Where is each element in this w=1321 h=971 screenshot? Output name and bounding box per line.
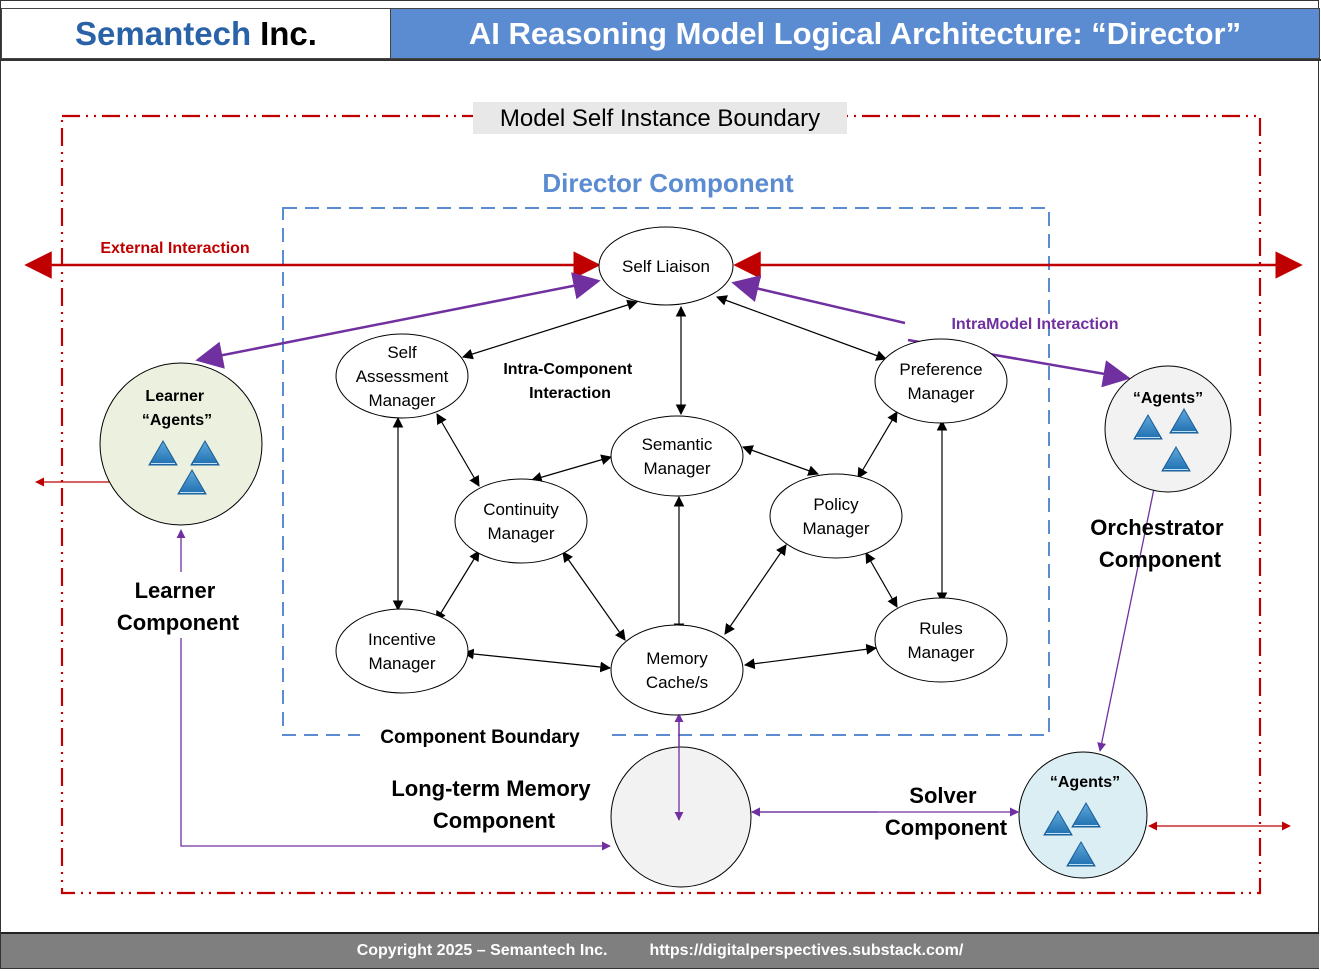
semantic-manager-label-line: Manager bbox=[643, 459, 710, 478]
intra-model-arrow-orchestrator-solver bbox=[1097, 473, 1160, 752]
preference-manager-ellipse bbox=[874, 338, 1008, 424]
intra-component-arrows bbox=[392, 295, 948, 673]
learner-agents-circle bbox=[99, 362, 263, 526]
rules-manager-label-line: Manager bbox=[907, 643, 974, 662]
learner-component-label-line1: Learner bbox=[135, 578, 216, 603]
memory-cache-label-line: Memory bbox=[646, 649, 708, 668]
long-term-memory-circle bbox=[610, 746, 752, 888]
continuity-manager-ellipse bbox=[454, 478, 588, 564]
arrow-liaison-selfassessment bbox=[461, 299, 639, 360]
continuity-manager-label-line: Continuity bbox=[483, 500, 559, 519]
semantic-manager-ellipse bbox=[610, 415, 744, 497]
semantic-manager-label-line: Semantic bbox=[642, 435, 713, 454]
arrow-rules-memory bbox=[743, 643, 878, 670]
orchestrator-agents-circle bbox=[1104, 365, 1232, 493]
incentive-manager-label-line: Manager bbox=[368, 654, 435, 673]
solver-component-label: Solver Component bbox=[885, 783, 1008, 840]
intra-model-arrow-orchestrator bbox=[731, 275, 906, 325]
copyright-text: Copyright 2025 – Semantech Inc. bbox=[356, 942, 608, 959]
brand-header: Semantech Inc. bbox=[1, 8, 390, 59]
intra-component-label-line2: Interaction bbox=[529, 385, 611, 402]
preference-manager-label-line: Preference bbox=[899, 360, 982, 379]
brand-suffix: Inc. bbox=[260, 14, 317, 52]
arrow-policy-memory bbox=[724, 544, 787, 635]
rules-manager-ellipse bbox=[874, 597, 1008, 683]
self-assessment-manager-label-line: Assessment bbox=[356, 367, 449, 386]
learner-agents-label: Learner “Agents” bbox=[142, 388, 212, 429]
arrow-continuity-incentive bbox=[435, 550, 480, 622]
memory-cache-ellipse bbox=[610, 624, 744, 716]
solver-agents-label: “Agents” bbox=[1050, 774, 1120, 791]
learner-agents-label-line1: Learner bbox=[145, 388, 204, 405]
long-term-memory-label-line1: Long-term Memory bbox=[391, 776, 591, 801]
preference-manager-label-line: Manager bbox=[907, 384, 974, 403]
model-self-instance-boundary bbox=[60, 114, 1262, 895]
model-boundary-label-bg bbox=[473, 102, 847, 134]
self-liaison-ellipse bbox=[598, 226, 734, 306]
arrow-selfassessment-continuity bbox=[436, 413, 480, 487]
solver-component-label-line2: Component bbox=[885, 815, 1008, 840]
solver-component-label-line1: Solver bbox=[909, 783, 977, 808]
long-term-memory-label: Long-term Memory Component bbox=[391, 776, 596, 833]
director-component-title: Director Component bbox=[542, 168, 794, 198]
policy-manager-ellipse bbox=[769, 473, 903, 559]
header-divider bbox=[0, 59, 1321, 61]
model-boundary-label: Model Self Instance Boundary bbox=[500, 105, 820, 132]
learner-component-label: Learner Component bbox=[117, 578, 240, 635]
continuity-manager-label-line: Manager bbox=[487, 524, 554, 543]
component-boundary-label: Component Boundary bbox=[380, 727, 580, 748]
learner-agents-label-line2: “Agents” bbox=[142, 412, 212, 429]
orchestrator-component-label-line2: Component bbox=[1099, 547, 1222, 572]
arrow-semantic-policy bbox=[741, 445, 820, 476]
footer: Copyright 2025 – Semantech Inc. https://… bbox=[1, 932, 1319, 968]
orchestrator-agents-label: “Agents” bbox=[1133, 390, 1203, 407]
orchestrator-component-label: Orchestrator Component bbox=[1090, 515, 1229, 572]
incentive-manager-ellipse bbox=[335, 608, 469, 694]
rules-manager-label-line: Rules bbox=[919, 619, 962, 638]
self-assessment-manager-label-line: Manager bbox=[368, 391, 435, 410]
self-liaison-label-line: Self Liaison bbox=[622, 257, 710, 276]
learner-component-label-bg bbox=[110, 572, 250, 638]
self-assessment-manager-label-line: Self bbox=[387, 343, 417, 362]
long-term-memory-label-line2: Component bbox=[433, 808, 556, 833]
self-assessment-manager-ellipse bbox=[335, 333, 469, 419]
arrow-semantic-continuity bbox=[530, 454, 613, 483]
external-interaction-label: External Interaction bbox=[100, 240, 249, 257]
director-component-boundary bbox=[282, 207, 1050, 736]
orchestrator-component-label-line1: Orchestrator bbox=[1090, 515, 1224, 540]
memory-cache-label-line: Cache/s bbox=[646, 673, 708, 692]
arrow-continuity-memory bbox=[562, 551, 626, 641]
arrow-liaison-preference bbox=[715, 295, 888, 361]
intra-model-interaction-label: IntraModel Interaction bbox=[951, 316, 1118, 333]
learner-component-label-line2: Component bbox=[117, 610, 240, 635]
brand-name: Semantech bbox=[75, 14, 252, 52]
node-self-liaison: Self Liaison bbox=[598, 226, 734, 306]
intra-model-arrow-learner bbox=[195, 272, 601, 369]
page-title: AI Reasoning Model Logical Architecture:… bbox=[390, 8, 1320, 59]
footer-url-link[interactable]: https://digitalperspectives.substack.com… bbox=[649, 942, 964, 959]
arrow-preference-policy bbox=[857, 411, 898, 479]
policy-manager-label-line: Policy bbox=[813, 495, 859, 514]
intra-component-label-line1: Intra-Component bbox=[503, 361, 633, 378]
incentive-manager-label-line: Incentive bbox=[368, 630, 436, 649]
intra-component-interaction-label: Intra-Component Interaction bbox=[503, 361, 636, 402]
policy-manager-label-line: Manager bbox=[802, 519, 869, 538]
arrow-incentive-memory bbox=[462, 648, 612, 673]
arrow-policy-rules bbox=[865, 552, 898, 608]
